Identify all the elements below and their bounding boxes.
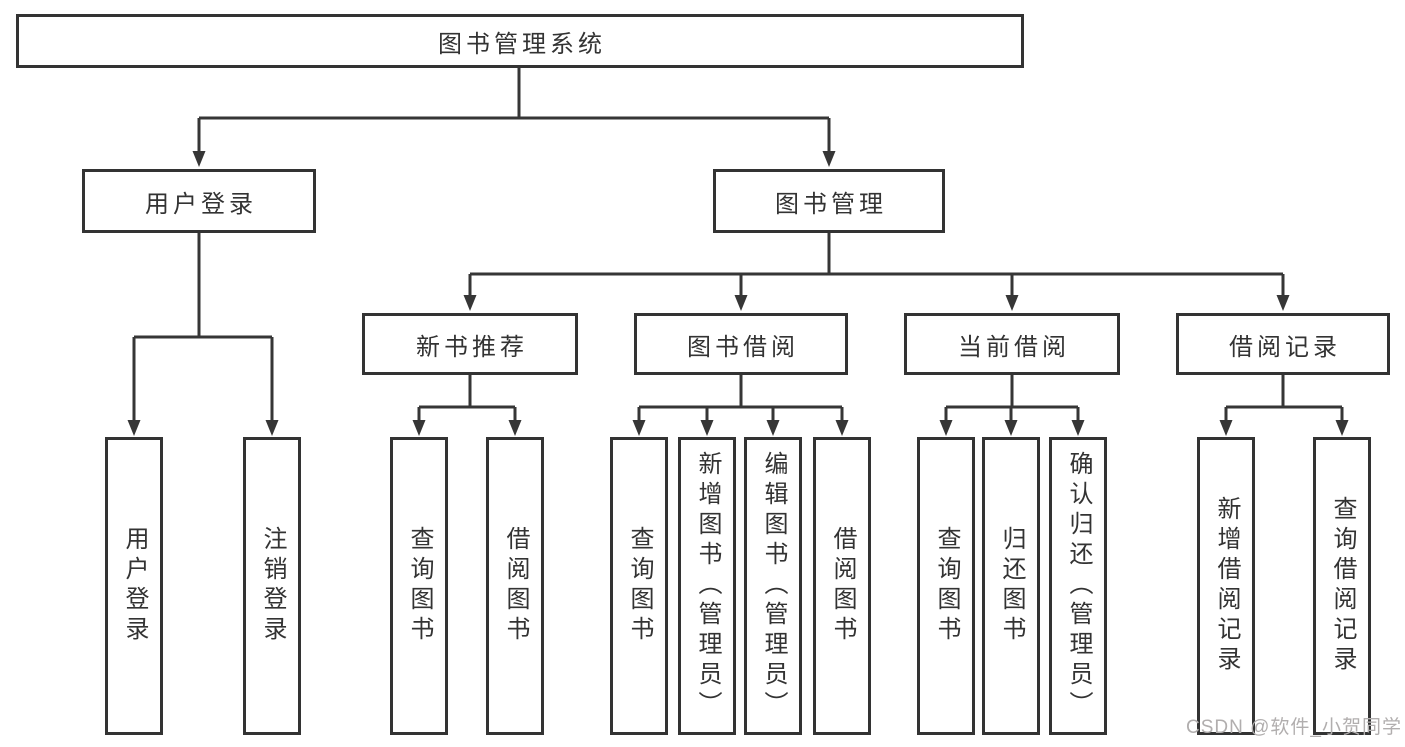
arrowhead (265, 420, 279, 436)
connector-new-book-recommend (417, 375, 517, 424)
node-add-book-admin: 新增图书（管理员） (678, 437, 736, 735)
node-query-books-current: 查询图书 (917, 437, 975, 735)
node-query-books-borrow: 查询图书 (610, 437, 668, 735)
node-label: 新增借阅记录 (1213, 496, 1240, 676)
node-new-book-recommend: 新书推荐 (362, 313, 578, 375)
arrowhead (508, 420, 522, 436)
arrowhead (1004, 420, 1018, 436)
node-label: 查询借阅记录 (1329, 496, 1356, 676)
node-label: 借阅记录 (1229, 333, 1341, 361)
node-confirm-return-admin: 确认归还（管理员） (1049, 437, 1107, 735)
node-root: 图书管理系统 (16, 14, 1024, 68)
arrowhead (1335, 420, 1349, 436)
node-query-borrow-record: 查询借阅记录 (1313, 437, 1371, 735)
connector-book-management (468, 233, 1285, 299)
csdn-watermark: CSDN @软件_小贺同学 (1186, 717, 1402, 738)
connector-user-login (132, 233, 274, 424)
arrowhead (835, 420, 849, 436)
connector-root (197, 68, 831, 155)
arrowhead (632, 420, 646, 436)
node-root-label: 图书管理系统 (438, 30, 606, 58)
node-label: 借阅图书 (502, 526, 529, 646)
arrowhead (1071, 420, 1085, 436)
node-borrow-books-recommend: 借阅图书 (486, 437, 544, 735)
arrowhead (412, 420, 426, 436)
node-borrow-records: 借阅记录 (1176, 313, 1390, 375)
arrowhead (463, 295, 477, 311)
node-book-management: 图书管理 (713, 169, 945, 233)
node-label: 查询图书 (406, 526, 433, 646)
arrowhead (1276, 295, 1290, 311)
node-borrow-books-leaf: 借阅图书 (813, 437, 871, 735)
node-label: 确认归还（管理员） (1065, 451, 1092, 721)
arrowhead (127, 420, 141, 436)
node-label: 用户登录 (121, 526, 148, 646)
node-label: 图书借阅 (687, 333, 799, 361)
node-user-login-leaf: 用户登录 (105, 437, 163, 735)
node-return-book: 归还图书 (982, 437, 1040, 735)
node-book-borrow: 图书借阅 (634, 313, 848, 375)
node-label: 查询图书 (933, 526, 960, 646)
node-current-borrow: 当前借阅 (904, 313, 1120, 375)
arrowhead (700, 420, 714, 436)
connector-borrow-records (1224, 375, 1344, 424)
node-label: 用户登录 (145, 190, 257, 218)
node-label: 新增图书（管理员） (694, 451, 721, 721)
node-add-borrow-record: 新增借阅记录 (1197, 437, 1255, 735)
arrowhead (822, 151, 836, 167)
arrowhead (192, 151, 206, 167)
arrowhead (1219, 420, 1233, 436)
node-label: 归还图书 (998, 526, 1025, 646)
node-label: 当前借阅 (958, 333, 1070, 361)
node-label: 新书推荐 (416, 333, 528, 361)
arrowhead (939, 420, 953, 436)
node-label: 借阅图书 (829, 526, 856, 646)
arrowhead (734, 295, 748, 311)
connector-book-borrow (637, 375, 844, 424)
node-label: 查询图书 (626, 526, 653, 646)
node-edit-book-admin: 编辑图书（管理员） (744, 437, 802, 735)
arrowhead (1005, 295, 1019, 311)
connector-current-borrow (944, 375, 1080, 424)
node-user-login: 用户登录 (82, 169, 316, 233)
arrowhead (766, 420, 780, 436)
node-label: 图书管理 (775, 190, 887, 218)
node-query-books-recommend: 查询图书 (390, 437, 448, 735)
node-label: 注销登录 (259, 526, 286, 646)
node-logout: 注销登录 (243, 437, 301, 735)
node-label: 编辑图书（管理员） (760, 451, 787, 721)
